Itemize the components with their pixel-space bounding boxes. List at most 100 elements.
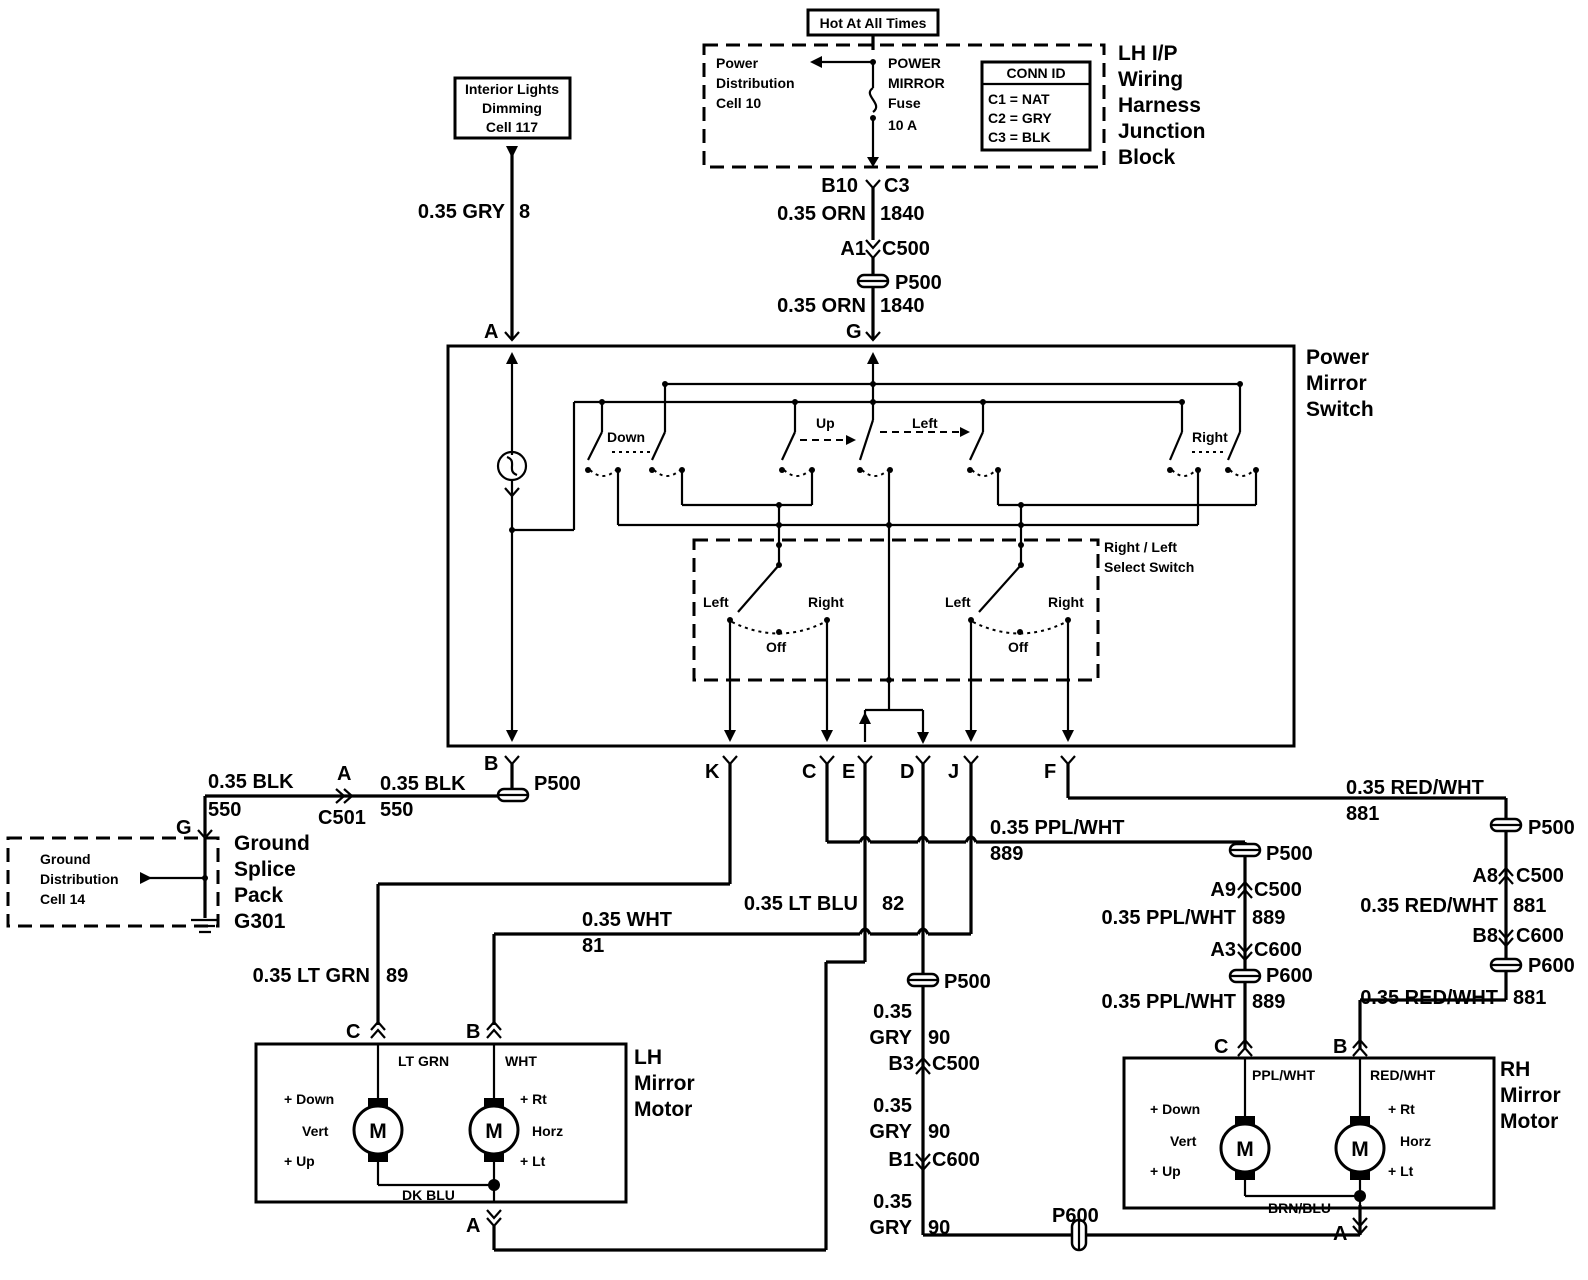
svg-text:LH I/P: LH I/P bbox=[1118, 42, 1178, 65]
svg-text:Horz: Horz bbox=[532, 1123, 563, 1139]
svg-text:P600: P600 bbox=[1528, 955, 1575, 977]
svg-text:Dimming: Dimming bbox=[482, 100, 542, 116]
svg-text:+ Up: + Up bbox=[1150, 1163, 1181, 1179]
svg-text:A: A bbox=[337, 763, 351, 785]
svg-text:C600: C600 bbox=[1254, 939, 1302, 961]
hot-at-all-times-box: Hot At All Times bbox=[806, 8, 940, 37]
up-switch: Up bbox=[779, 399, 893, 477]
svg-text:Cell 14: Cell 14 bbox=[40, 891, 85, 907]
svg-text:0.35 WHT: 0.35 WHT bbox=[582, 909, 672, 931]
svg-text:Right / Left: Right / Left bbox=[1104, 539, 1177, 555]
svg-text:J: J bbox=[948, 761, 959, 783]
svg-text:82: 82 bbox=[882, 893, 904, 915]
rh-mirror-motor: PPL/WHT RED/WHT M M BRN/BLU + Down Vert … bbox=[1122, 1056, 1561, 1216]
svg-text:0.35 PPL/WHT: 0.35 PPL/WHT bbox=[990, 817, 1124, 839]
svg-text:Right: Right bbox=[1048, 594, 1084, 610]
svg-text:RED/WHT: RED/WHT bbox=[1370, 1067, 1436, 1083]
switch-title-1: Power bbox=[1306, 346, 1369, 369]
svg-text:Motor: Motor bbox=[1500, 1110, 1558, 1133]
svg-text:Right: Right bbox=[808, 594, 844, 610]
svg-text:Harness: Harness bbox=[1118, 94, 1201, 117]
svg-text:889: 889 bbox=[1252, 907, 1285, 929]
svg-text:C600: C600 bbox=[1516, 925, 1564, 947]
blk-size-1: 0.35 BLK bbox=[208, 771, 294, 793]
svg-text:Horz: Horz bbox=[1400, 1133, 1431, 1149]
svg-text:C500: C500 bbox=[932, 1053, 980, 1075]
svg-text:81: 81 bbox=[582, 935, 604, 957]
svg-text:Interior Lights: Interior Lights bbox=[465, 81, 559, 97]
conn-id-header: CONN ID bbox=[1006, 65, 1065, 81]
fuse-line3: Fuse bbox=[888, 95, 921, 111]
red-wht-circuit: 0.35 RED/WHT 881 P500 A8 C500 0.35 RED/W… bbox=[1066, 764, 1575, 1058]
svg-text:M: M bbox=[369, 1120, 387, 1143]
blk-size-2: 0.35 BLK bbox=[380, 773, 466, 795]
svg-text:+ Rt: + Rt bbox=[520, 1091, 547, 1107]
svg-text:B: B bbox=[1333, 1036, 1347, 1058]
svg-text:P500: P500 bbox=[944, 971, 991, 993]
svg-text:0.35 RED/WHT: 0.35 RED/WHT bbox=[1360, 987, 1498, 1009]
svg-text:G: G bbox=[176, 817, 192, 839]
svg-text:Left: Left bbox=[703, 594, 729, 610]
conn-id-row3: C3 = BLK bbox=[988, 129, 1051, 145]
gry8-num: 8 bbox=[519, 201, 530, 223]
svg-text:Ground: Ground bbox=[234, 832, 310, 855]
svg-text:GRY: GRY bbox=[869, 1027, 912, 1049]
conn-a1: A1 bbox=[840, 238, 866, 260]
svg-text:C600: C600 bbox=[932, 1149, 980, 1171]
svg-text:+ Rt: + Rt bbox=[1388, 1101, 1415, 1117]
svg-text:90: 90 bbox=[928, 1121, 950, 1143]
svg-text:B3: B3 bbox=[888, 1053, 914, 1075]
svg-text:+ Up: + Up bbox=[284, 1153, 315, 1169]
svg-text:Mirror: Mirror bbox=[1500, 1084, 1561, 1107]
blk-num-1: 550 bbox=[208, 799, 241, 821]
svg-text:C: C bbox=[1214, 1036, 1228, 1058]
svg-text:0.35 RED/WHT: 0.35 RED/WHT bbox=[1346, 777, 1484, 799]
svg-text:Block: Block bbox=[1118, 146, 1176, 169]
svg-text:881: 881 bbox=[1513, 987, 1546, 1009]
svg-text:P600: P600 bbox=[1052, 1205, 1099, 1227]
svg-text:B: B bbox=[484, 753, 498, 775]
conn-id-row2: C2 = GRY bbox=[988, 110, 1052, 126]
svg-text:M: M bbox=[1236, 1138, 1254, 1161]
power-dist-line3: Cell 10 bbox=[716, 95, 761, 111]
svg-text:C500: C500 bbox=[1516, 865, 1564, 887]
power-mirror-switch: Power Mirror Switch bbox=[446, 344, 1374, 748]
svg-text:GRY: GRY bbox=[869, 1121, 912, 1143]
label-left: Left bbox=[912, 415, 938, 431]
interior-lights-box: Interior Lights Dimming Cell 117 bbox=[453, 76, 572, 140]
svg-text:Motor: Motor bbox=[634, 1098, 692, 1121]
svg-text:+ Lt: + Lt bbox=[1388, 1163, 1414, 1179]
svg-text:C: C bbox=[346, 1021, 360, 1043]
svg-text:89: 89 bbox=[386, 965, 408, 987]
svg-text:LH: LH bbox=[634, 1046, 662, 1069]
svg-text:LT GRN: LT GRN bbox=[398, 1053, 449, 1069]
power-dist-line2: Distribution bbox=[716, 75, 795, 91]
svg-text:889: 889 bbox=[1252, 991, 1285, 1013]
right-switch: Right bbox=[1167, 381, 1259, 477]
left-switch: Left bbox=[880, 399, 1001, 477]
ppl-wht-circuit: 0.35 PPL/WHT 889 P500 A9 C500 0.35 PPL/W… bbox=[825, 764, 1313, 1058]
svg-text:A: A bbox=[1333, 1223, 1347, 1245]
fuse-line2: MIRROR bbox=[888, 75, 945, 91]
orn-num-1: 1840 bbox=[880, 203, 925, 225]
svg-text:P500: P500 bbox=[1528, 817, 1575, 839]
svg-text:0.35 RED/WHT: 0.35 RED/WHT bbox=[1360, 895, 1498, 917]
svg-text:Vert: Vert bbox=[1170, 1133, 1197, 1149]
svg-text:M: M bbox=[1351, 1138, 1369, 1161]
svg-text:A9: A9 bbox=[1210, 879, 1236, 901]
switch-title-3: Switch bbox=[1306, 398, 1374, 421]
svg-text:0.35: 0.35 bbox=[873, 1191, 912, 1213]
junction-block: Power Distribution Cell 10 POWER MIRROR … bbox=[702, 43, 1106, 169]
label-up: Up bbox=[816, 415, 835, 431]
hot-label: Hot At All Times bbox=[820, 15, 927, 31]
svg-text:889: 889 bbox=[990, 843, 1023, 865]
svg-text:Junction: Junction bbox=[1118, 120, 1206, 143]
junction-block-title: LH I/P Wiring Harness Junction Block bbox=[1118, 42, 1206, 169]
svg-text:Vert: Vert bbox=[302, 1123, 329, 1139]
label-right: Right bbox=[1192, 429, 1228, 445]
svg-text:0.35 LT GRN: 0.35 LT GRN bbox=[253, 965, 370, 987]
svg-text:P500: P500 bbox=[1266, 843, 1313, 865]
conn-c500-1: C500 bbox=[882, 238, 930, 260]
svg-text:B8: B8 bbox=[1472, 925, 1498, 947]
svg-text:Off: Off bbox=[1008, 639, 1029, 655]
